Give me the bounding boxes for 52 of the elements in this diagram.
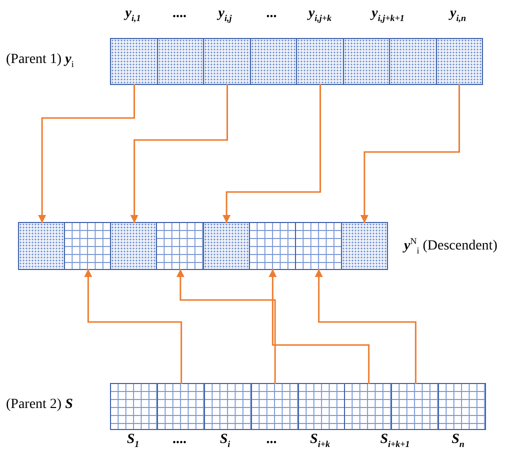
gene-label: S$_{n}$ — [452, 432, 464, 449]
cell-strip — [18, 222, 388, 270]
gene-label: y$_{i,1}$ — [125, 6, 141, 23]
dotted-gene-cell — [436, 39, 482, 84]
grid-gene-cell — [296, 223, 342, 269]
grid-gene-cell — [298, 384, 346, 429]
grid-gene-cell — [111, 384, 158, 429]
gene-label: S$_{i+k+1}$ — [380, 432, 410, 449]
gene-label: .... — [173, 6, 187, 22]
gene-label: ... — [266, 432, 278, 448]
dotted-gene-cell — [204, 39, 250, 84]
arrow — [176, 269, 276, 384]
cell-strip — [110, 38, 483, 85]
arrow — [38, 84, 135, 223]
cell-strip — [110, 383, 486, 430]
grid-gene-cell — [345, 384, 392, 429]
gene-label: y$_{i,n}$ — [450, 6, 466, 23]
grid-gene-cell — [158, 384, 205, 429]
arrow — [222, 84, 321, 223]
dotted-gene-cell — [111, 39, 158, 84]
arrow — [84, 269, 182, 384]
row-label: y$^{N}$$_{i}$ (Descendent) — [404, 236, 498, 256]
grid-gene-cell — [157, 223, 204, 269]
dotted-gene-cell — [158, 39, 204, 84]
dotted-gene-cell — [342, 223, 387, 269]
grid-gene-cell — [250, 223, 296, 269]
arrow — [314, 269, 416, 384]
dotted-gene-cell — [19, 223, 66, 269]
grid-gene-cell — [252, 384, 298, 429]
dotted-gene-cell — [297, 39, 344, 84]
dotted-gene-cell — [204, 223, 250, 269]
arrow — [268, 269, 370, 384]
row-label: (Parent 1) y$_{i}$ — [6, 52, 74, 69]
gene-label: y$_{i,j}$ — [218, 6, 232, 23]
dotted-gene-cell — [344, 39, 390, 84]
grid-gene-cell — [439, 384, 485, 429]
gene-label: .... — [173, 432, 187, 448]
grid-gene-cell — [65, 223, 112, 269]
dotted-gene-cell — [250, 39, 297, 84]
row-label: (Parent 2) S — [6, 397, 73, 413]
gene-label: y$_{i,j+k+1}$ — [372, 6, 404, 23]
arrow — [360, 84, 460, 223]
gene-label: ... — [266, 6, 278, 22]
gene-label: S$_{1}$ — [126, 432, 140, 449]
gene-label: S$_{i+k}$ — [310, 432, 330, 449]
grid-gene-cell — [204, 384, 252, 429]
grid-gene-cell — [392, 384, 440, 429]
arrow — [130, 84, 228, 223]
gene-label: S$_{i}$ — [220, 432, 230, 449]
gene-label: y$_{i,j+k}$ — [308, 6, 332, 23]
dotted-gene-cell — [111, 223, 158, 269]
dotted-gene-cell — [390, 39, 436, 84]
